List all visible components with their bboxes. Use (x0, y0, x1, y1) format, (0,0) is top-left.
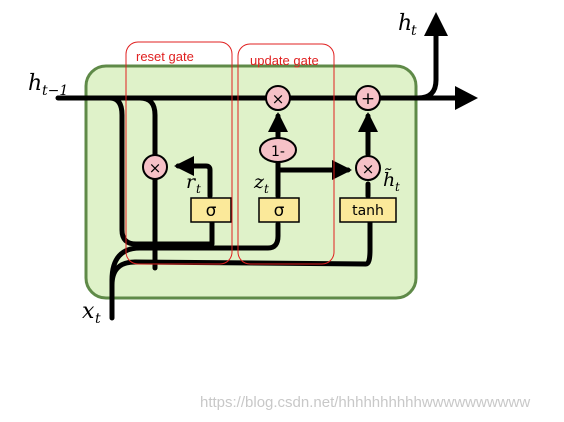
x-to-update (109, 221, 281, 295)
op-mult-candidate-symbol: × (362, 160, 375, 178)
op-one-minus: 1- (259, 137, 297, 163)
op-mult-update-symbol: × (272, 90, 285, 108)
label-h-tilde-sub: t (395, 180, 400, 194)
label-h-out-main: h (398, 11, 412, 36)
box-tanh: tanh (339, 197, 397, 223)
h-out-arrowhead-right (455, 86, 478, 110)
label-x-in-sub: t (95, 311, 101, 327)
label-h-out: h t (398, 11, 417, 39)
box-sigma-reset: σ (190, 197, 232, 223)
box-tanh-label: tanh (352, 203, 384, 219)
label-h-tilde: h̃ t (383, 168, 400, 194)
op-add-symbol: + (361, 89, 375, 109)
label-h-prev-main: h (28, 71, 42, 96)
op-one-minus-symbol: 1- (271, 144, 285, 160)
label-h-prev-sub: t−1 (42, 83, 68, 99)
label-h-tilde-main: h̃ (383, 168, 395, 191)
label-z-sub: t (264, 182, 269, 196)
label-z-main: z (253, 171, 265, 193)
op-mult-reset-symbol: × (149, 159, 162, 177)
reset-gate-label: reset gate (136, 49, 194, 64)
label-r: r t (186, 171, 201, 196)
label-x-in-main: x (82, 299, 95, 324)
box-sigma-reset-label: σ (206, 201, 217, 221)
label-r-sub: t (196, 182, 201, 196)
box-sigma-update-label: σ (274, 201, 285, 221)
label-x-in: x t (82, 299, 101, 327)
label-r-main: r (186, 171, 197, 193)
op-mult-reset: × (142, 154, 168, 180)
label-h-prev: h t−1 (28, 71, 68, 99)
reset-gate-outline (125, 41, 233, 265)
h-out-branch (415, 27, 439, 101)
h-out-arrowhead-up (424, 12, 448, 36)
update-gate-outline (237, 43, 335, 265)
op-mult-update: × (265, 85, 291, 111)
op-add: + (355, 85, 381, 111)
update-gate-label: update gate (250, 53, 319, 68)
box-sigma-update: σ (258, 197, 300, 223)
reset-signal-path (174, 156, 213, 199)
update-gate-annotation: update gate (237, 43, 335, 265)
h-prev-inner (137, 95, 158, 158)
label-h-out-sub: t (411, 23, 417, 39)
watermark: https://blog.csdn.net/hhhhhhhhhhwwwwwwww… (200, 394, 530, 411)
reset-signal (174, 112, 378, 199)
label-z: z t (253, 171, 269, 196)
reset-gate-annotation: reset gate (125, 41, 233, 265)
op-mult-candidate: × (355, 155, 381, 181)
